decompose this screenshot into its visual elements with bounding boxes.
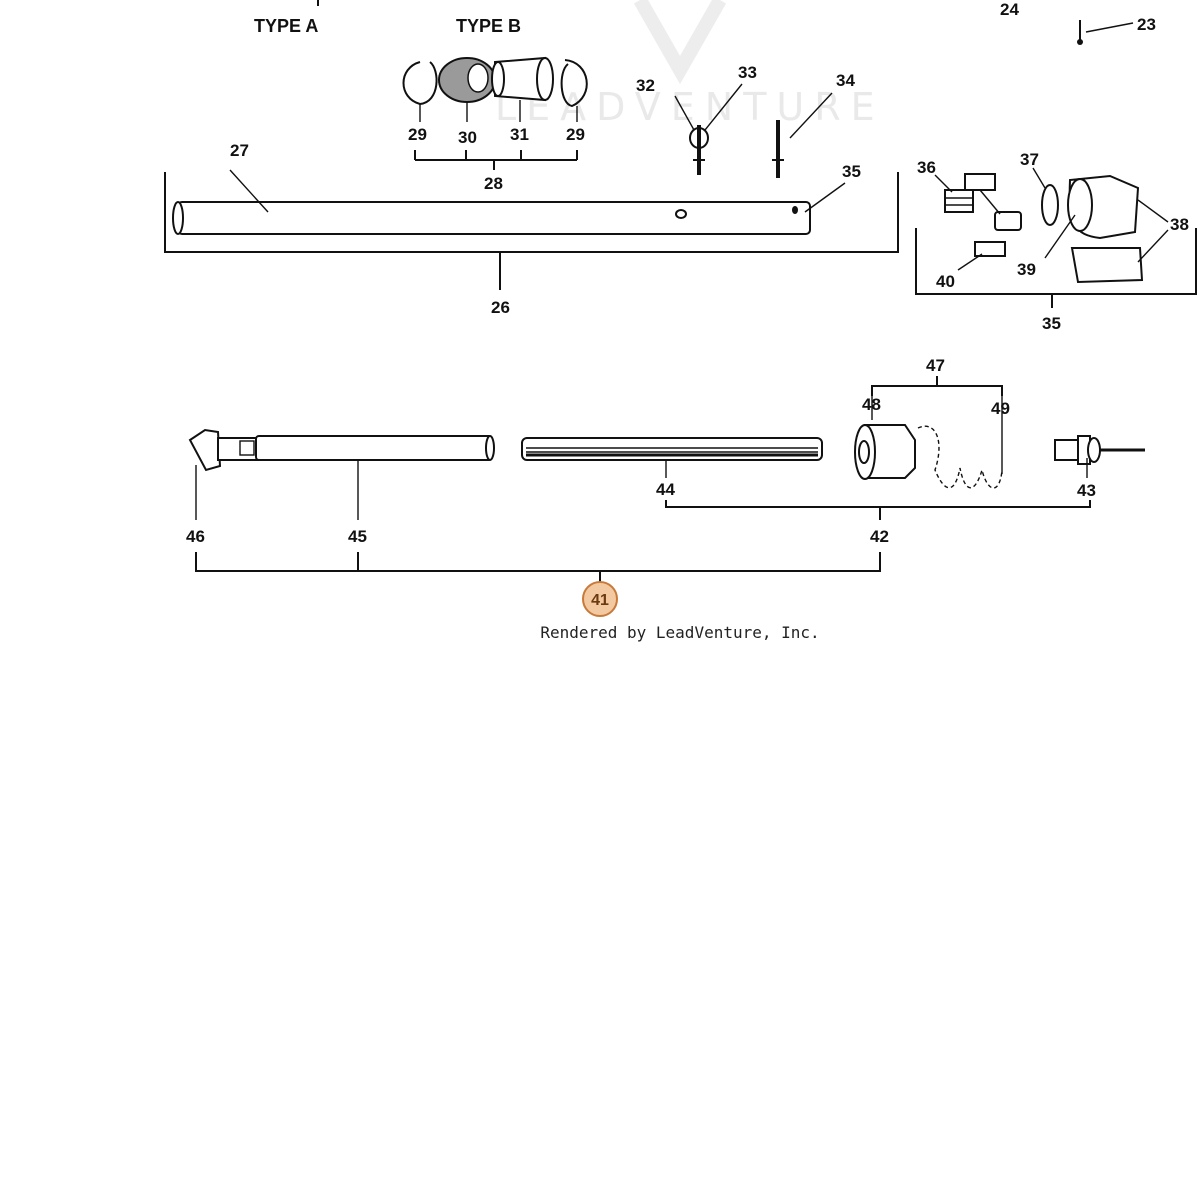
part-44-drive-shaft	[521, 437, 823, 461]
part-32-33-bolt	[674, 83, 743, 175]
callout-46[interactable]: 46	[186, 527, 205, 546]
part-29-snap-ring-left	[402, 61, 438, 106]
bracket-47	[871, 376, 1003, 474]
part-46-end-cap	[188, 428, 259, 472]
highlight-circle	[582, 581, 618, 617]
bracket-26	[164, 172, 899, 290]
callout-34[interactable]: 34	[836, 71, 855, 90]
part-34-pin	[772, 92, 833, 178]
callout-35-lower[interactable]: 35	[1042, 314, 1061, 333]
footer-credit: Rendered by LeadVenture, Inc.	[540, 623, 819, 642]
callout-24[interactable]: 24	[1000, 0, 1019, 19]
bracket-35	[915, 228, 1197, 308]
callout-44[interactable]: 44	[656, 480, 675, 499]
callout-37[interactable]: 37	[1020, 150, 1039, 169]
bracket-41	[195, 552, 881, 582]
watermark-text: LEADVENTURE	[495, 85, 885, 129]
callout-41-badge[interactable]: 41	[582, 581, 618, 617]
callout-29-right[interactable]: 29	[566, 125, 585, 144]
callout-32[interactable]: 32	[636, 76, 655, 95]
callout-48[interactable]: 48	[862, 395, 881, 414]
bracket-42	[665, 500, 1091, 520]
leaders-28	[414, 100, 578, 170]
callout-29-left[interactable]: 29	[408, 125, 427, 144]
callout-33[interactable]: 33	[738, 63, 757, 82]
callout-28[interactable]: 28	[484, 174, 503, 193]
callout-39[interactable]: 39	[1017, 260, 1036, 279]
callout-41[interactable]: 41	[591, 592, 609, 609]
callout-40[interactable]: 40	[936, 272, 955, 291]
leaders-lower	[195, 460, 667, 520]
callout-23[interactable]: 23	[1137, 15, 1156, 34]
part-29-snap-ring-right	[560, 59, 588, 108]
callout-42[interactable]: 42	[870, 527, 889, 546]
part-30-foam-grip	[438, 57, 496, 103]
callout-36[interactable]: 36	[917, 158, 936, 177]
callout-30[interactable]: 30	[458, 128, 477, 147]
part-36-pin	[979, 189, 1022, 231]
callout-38[interactable]: 38	[1170, 215, 1189, 234]
callout-47[interactable]: 47	[926, 356, 945, 375]
type-a-label: TYPE A	[254, 16, 318, 36]
part-36-clip	[934, 173, 996, 213]
part-49-spring	[917, 425, 1003, 489]
callout-18[interactable]: 18	[254, 0, 273, 4]
callout-43[interactable]: 43	[1077, 481, 1096, 500]
part-27-upper-tube	[172, 169, 846, 235]
callout-45[interactable]: 45	[348, 527, 367, 546]
callout-27[interactable]: 27	[230, 141, 249, 160]
part-37-oring	[1032, 167, 1059, 226]
callout-49[interactable]: 49	[991, 399, 1010, 418]
part-48-bushing	[854, 424, 916, 480]
part-43-gear-head	[1054, 435, 1145, 478]
callout-31[interactable]: 31	[510, 125, 529, 144]
part-23-screw	[1077, 20, 1134, 45]
type-b-label: TYPE B	[456, 16, 521, 36]
watermark-logo: LEADVENTURE	[495, 0, 885, 129]
callout-35-upper[interactable]: 35	[842, 162, 861, 181]
callout-26[interactable]: 26	[491, 298, 510, 317]
part-45-lower-tube	[255, 435, 495, 461]
part-40-clip	[957, 241, 1006, 271]
part-31-sleeve	[491, 56, 554, 102]
part-38-coupler-housing	[1044, 174, 1169, 284]
